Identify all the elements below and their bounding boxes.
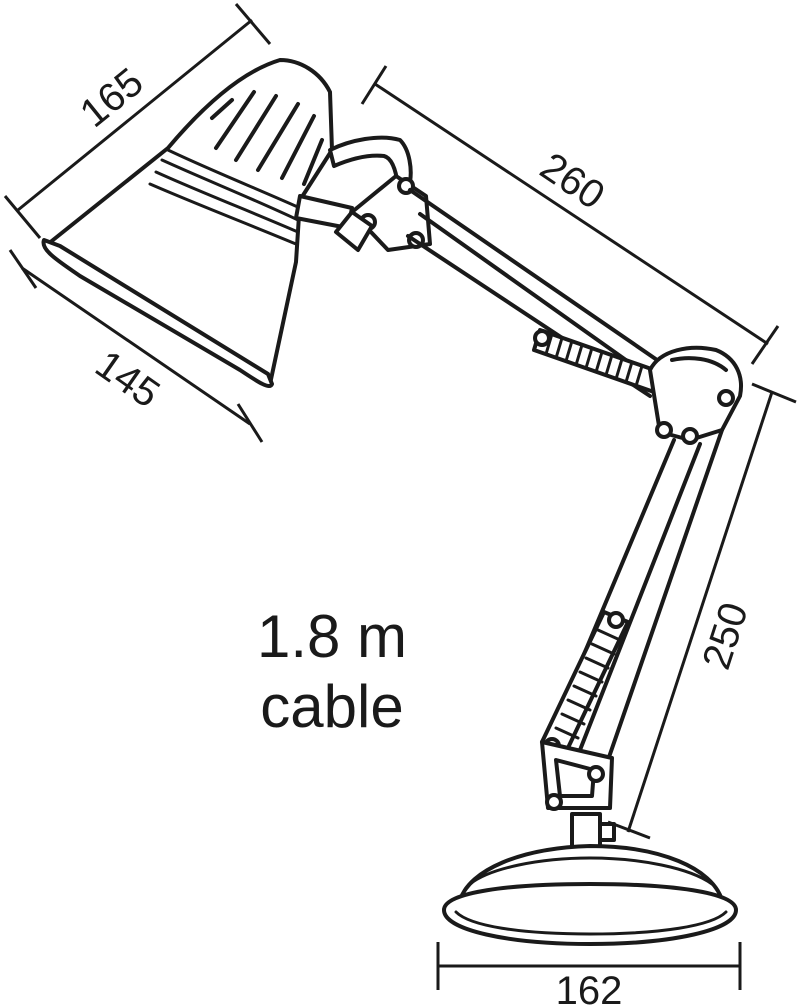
dimension-label-162: 162: [556, 969, 623, 1008]
elbow-joint: [648, 345, 743, 445]
dimension-label-260: 260: [532, 144, 612, 218]
lamp-shade: [41, 58, 413, 388]
base-joint: [540, 740, 616, 856]
dimension-label-165: 165: [72, 60, 152, 136]
upper-arm: [406, 188, 669, 398]
lower-arm: [540, 428, 724, 762]
dimension-label-250: 250: [694, 597, 756, 674]
upper-spring-coils: [544, 332, 644, 388]
cable-length-note: 1.8 m cable: [212, 602, 452, 742]
dimension-base: 162: [436, 942, 742, 1008]
cable-word: cable: [260, 673, 404, 740]
dimension-label-145: 145: [87, 342, 167, 416]
lower-spring-coils: [554, 628, 622, 740]
dimension-upper-arm: 260: [360, 65, 780, 365]
cable-length: 1.8 m: [256, 603, 408, 670]
lamp-base: [442, 844, 738, 946]
